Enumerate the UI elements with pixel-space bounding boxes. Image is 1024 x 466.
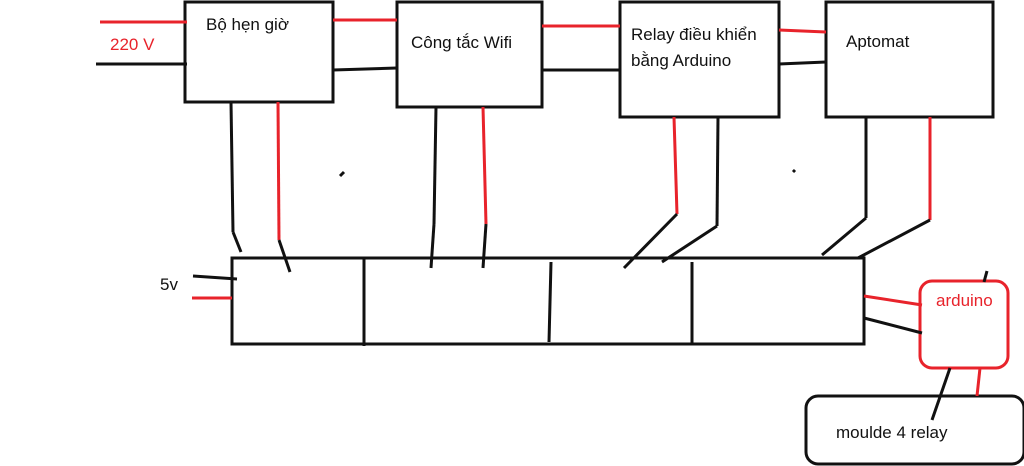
stray-mark: [338, 170, 346, 178]
arduino-label: arduino: [936, 291, 993, 310]
supply-5v-label: 5v: [160, 275, 178, 294]
arduino-relay-label-line1: Relay điều khiển: [631, 25, 757, 44]
module-wires: [930, 367, 982, 421]
timer-block: Bộ hẹn giờ: [183, 0, 335, 104]
arduino-wires: [863, 294, 923, 335]
arduino-relay-label-line2: bằng Arduino: [631, 51, 731, 70]
timer-label: Bộ hẹn giờ: [206, 15, 289, 34]
wifi-switch-label: Công tắc Wifi: [411, 33, 512, 52]
drop-wires: [229, 101, 932, 273]
top-interconnect-wires: [332, 18, 827, 72]
relay-module-label: moulde 4 relay: [836, 423, 948, 442]
supply-220v: 220 V: [96, 20, 187, 66]
arduino-block: arduino: [918, 270, 1010, 370]
arduino-relay-block: Relay điều khiển bằng Arduino: [618, 0, 781, 119]
breaker-label: Aptomat: [846, 32, 910, 51]
relay-module-block: moulde 4 relay: [804, 394, 1024, 466]
supply-voltage-label: 220 V: [110, 35, 155, 54]
supply-5v: 5v: [160, 274, 238, 300]
stray-mark: [791, 168, 797, 174]
wifi-switch-block: Công tắc Wifi: [395, 0, 544, 109]
breaker-block: Aptomat: [824, 0, 995, 119]
bottom-terminal-block: [230, 256, 866, 346]
